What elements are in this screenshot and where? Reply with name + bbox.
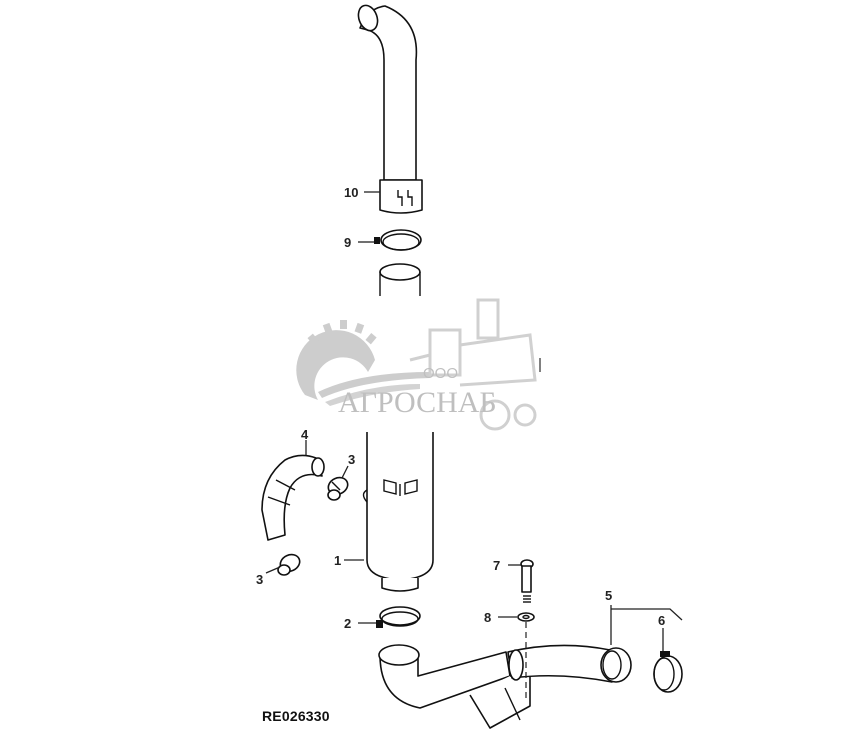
harvester-icon [409, 298, 537, 431]
upper-hose-clamp [327, 476, 349, 501]
muffler-inlet [379, 263, 421, 296]
exhaust-stack [357, 4, 423, 214]
washer [517, 612, 535, 622]
band-clamp [653, 651, 683, 693]
watermark-prefix: ООО [423, 365, 458, 382]
callout-8: 8 [484, 610, 491, 625]
watermark-logo: ООО АГРОСНАБ [296, 298, 537, 431]
callout-6: 6 [658, 613, 665, 628]
lower-elbow-pipe [378, 644, 531, 729]
callout-7: 7 [493, 558, 500, 573]
callout-5: 5 [605, 588, 612, 603]
callout-3-upper: 3 [348, 452, 355, 467]
watermark-name: АГРОСНАБ [338, 386, 497, 419]
upper-band-clamp [374, 229, 422, 251]
callout-10: 10 [344, 185, 358, 200]
bolt [520, 559, 534, 603]
callout-2: 2 [344, 616, 351, 631]
bent-hose [261, 454, 325, 541]
callout-9: 9 [344, 235, 351, 250]
gear-icon [296, 320, 377, 400]
callout-4: 4 [301, 427, 309, 442]
muffler [362, 432, 434, 592]
figure-id: RE026330 [262, 708, 330, 724]
exhaust-elbow-pipe [507, 644, 632, 683]
lower-hose-clamp [277, 553, 301, 576]
callout-3-lower: 3 [256, 572, 263, 587]
lower-band-clamp [376, 606, 421, 628]
callout-1: 1 [334, 553, 341, 568]
